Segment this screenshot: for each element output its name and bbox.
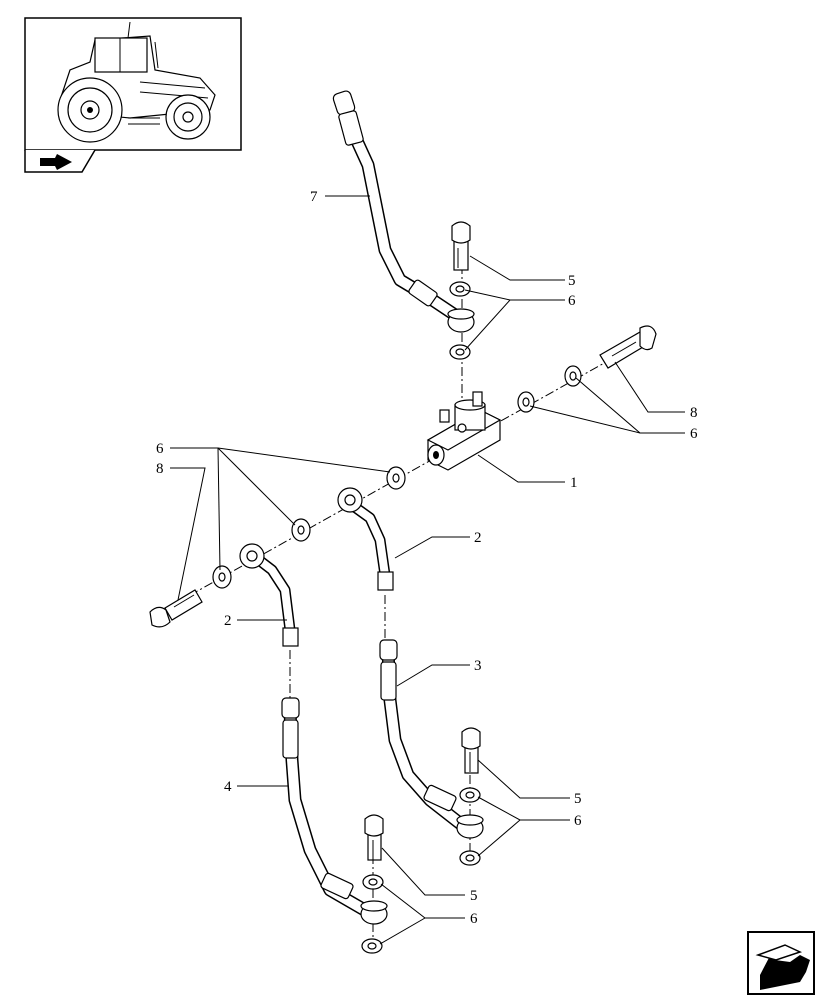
banjo-bolt-8-left: [149, 589, 203, 628]
washer-6-right-1: [564, 365, 582, 387]
callout-7: 7: [310, 189, 318, 205]
callout-2-right: 2: [474, 530, 482, 546]
hose-3: [379, 639, 484, 839]
washer-6-right-2: [517, 391, 535, 413]
washer-6-left-2: [291, 518, 311, 542]
arrow-right-icon: [40, 154, 72, 170]
callout-5-bottom: 5: [470, 888, 478, 904]
banjo-bolt-5-top: [451, 221, 471, 271]
callout-1: 1: [570, 475, 578, 491]
banjo-bolt-8-right: [599, 325, 657, 369]
callout-6-right: 6: [690, 426, 698, 442]
callout-2-left: 2: [224, 613, 232, 629]
callout-5-top: 5: [568, 273, 576, 289]
callout-6-top: 6: [568, 293, 576, 309]
washer-6-left-1: [386, 466, 406, 490]
tractor-thumbnail-icon: [24, 17, 242, 173]
callout-6-left: 6: [156, 441, 164, 457]
callout-4: 4: [224, 779, 232, 795]
washer-6-middle-1: [459, 787, 481, 803]
callout-6-bottom: 6: [470, 911, 478, 927]
banjo-bolt-5-middle: [461, 727, 481, 774]
callout-3: 3: [474, 658, 482, 674]
callout-5-middle: 5: [574, 791, 582, 807]
leader-lines: [170, 195, 685, 945]
callout-8-right: 8: [690, 405, 698, 421]
washer-6-top-1: [449, 281, 471, 297]
callout-8-left: 8: [156, 461, 164, 477]
valve-body-1: [426, 391, 502, 471]
washer-6-middle-2: [459, 850, 481, 866]
banjo-bolt-5-bottom: [364, 814, 384, 861]
hose-4: [281, 697, 388, 925]
hose-7: [332, 90, 475, 333]
pipe-2-right: [337, 487, 394, 591]
washer-6-bottom-1: [362, 874, 384, 890]
next-page-arrow-icon[interactable]: [747, 931, 815, 995]
callout-6-middle: 6: [574, 813, 582, 829]
washer-6-left-3: [212, 565, 232, 589]
pipe-2-left: [239, 543, 299, 647]
washer-6-bottom-2: [361, 938, 383, 954]
washer-6-top-2: [449, 344, 471, 360]
